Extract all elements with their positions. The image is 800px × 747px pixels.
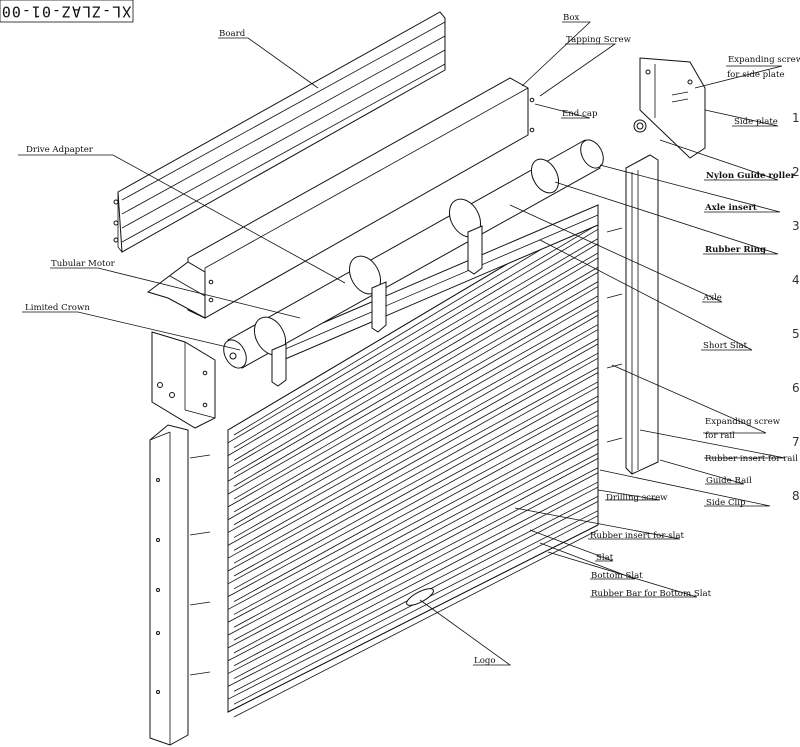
slat-line [227, 352, 599, 559]
part-labels: Board Box Tapping Screw End cap Drive Ad… [25, 13, 800, 666]
label-expanding-screw-rail-2: for rail [705, 431, 735, 441]
label-rubber-ring: Rubber Ring [705, 245, 766, 255]
slat-groove [233, 443, 599, 641]
drawing-code: XL-ZLAZ-01-00 [1, 3, 131, 21]
label-side-plate: Side plate [734, 117, 778, 127]
slat-line [227, 223, 599, 444]
slat-groove [233, 472, 599, 667]
slat-groove [233, 486, 599, 679]
label-tubular-motor: Tubular Motor [51, 259, 116, 269]
slat-line [227, 381, 599, 585]
slat-groove [233, 415, 599, 615]
side-notes-column: 1 2 3 4 5 6 7 8 [792, 111, 800, 503]
slat-line [227, 238, 599, 456]
slat-groove [233, 400, 599, 602]
slat-line [227, 410, 599, 610]
slat-line [227, 467, 599, 662]
slat-groove [233, 357, 599, 564]
label-expanding-screw-side-plate-2: for side plate [727, 70, 785, 80]
slat-line [227, 481, 599, 674]
label-expanding-screw-rail-1: Expanding screw [705, 417, 781, 427]
side-note-number: 5 [792, 327, 800, 341]
label-rubber-insert-slat: Rubber insert for slat [590, 531, 684, 541]
side-note-number: 6 [792, 381, 800, 395]
axle-part [223, 139, 604, 387]
slat-line [227, 309, 599, 521]
slat-line [227, 281, 599, 495]
side-note-number: 3 [792, 219, 800, 233]
label-guide-rail: Guide Rail [706, 476, 752, 486]
label-drilling-screw: Drilling screw [606, 493, 668, 503]
side-note-number: 4 [792, 273, 800, 287]
label-bottom-slat: Bottom Slat [591, 571, 643, 581]
slat-groove [233, 515, 599, 705]
side-note-number: 1 [792, 111, 800, 125]
label-short-slat: Short Slat [703, 341, 748, 351]
label-limited-crown: Limited Crown [25, 303, 90, 313]
side-note-number: 2 [792, 165, 800, 179]
label-box: Box [563, 13, 579, 23]
label-end-cap: End cap [562, 109, 598, 119]
side-plate-part [633, 57, 706, 159]
slat-groove [233, 458, 599, 654]
right-guide-rail [606, 154, 659, 475]
slat-line [227, 295, 599, 508]
slat-line [227, 496, 599, 687]
label-axle-insert: Axle insert [704, 203, 757, 213]
side-note-number: 7 [792, 435, 800, 449]
slat-line [227, 438, 599, 636]
slat-groove [233, 314, 599, 526]
label-board: Board [219, 29, 246, 39]
leader-lines [18, 21, 786, 666]
label-logo: Logo [474, 656, 496, 666]
slat-groove [233, 329, 599, 538]
slat-line [227, 524, 599, 713]
label-tapping-screw: Tapping Screw [566, 35, 632, 45]
label-nylon-guide-roller: Nylon Guide roller [706, 171, 796, 181]
label-drive-adapter: Drive Adpapter [26, 145, 94, 155]
drawing-code-box: XL-ZLAZ-01-00 [0, 0, 134, 23]
slat-line [227, 338, 599, 546]
board-part [113, 11, 446, 253]
slat-groove [233, 228, 599, 449]
label-slat: Slat [596, 553, 614, 563]
slat-groove [233, 529, 599, 718]
label-rubber-insert-rail: Rubber insert for rail [705, 454, 798, 464]
slat-line [227, 424, 599, 623]
slat-groove [233, 286, 599, 500]
slat-groove [233, 372, 599, 577]
slat-line [227, 367, 599, 572]
slat-groove [233, 343, 599, 551]
slat-line [227, 266, 599, 482]
slat-groove [233, 271, 599, 487]
slat-groove [233, 243, 599, 461]
label-axle: Axle [702, 293, 722, 303]
slat-line [227, 453, 599, 649]
slat-line [227, 395, 599, 597]
slat-line [227, 252, 599, 469]
slat-groove [233, 300, 599, 513]
slat-groove [233, 214, 599, 436]
slat-line [227, 324, 599, 533]
label-side-clip: Side Clip [706, 498, 746, 508]
slat-groove [233, 429, 599, 628]
label-expanding-screw-side-plate-1: Expanding screw [728, 55, 800, 65]
box-part [146, 77, 535, 319]
side-note-number: 8 [792, 489, 800, 503]
slat-groove [233, 257, 599, 474]
limited-crown-plate [151, 331, 216, 429]
label-rubber-bar-bottom-slat: Rubber Bar for Bottom Slat [591, 589, 712, 599]
slat-groove [233, 386, 599, 590]
left-guide-rail [149, 424, 211, 746]
